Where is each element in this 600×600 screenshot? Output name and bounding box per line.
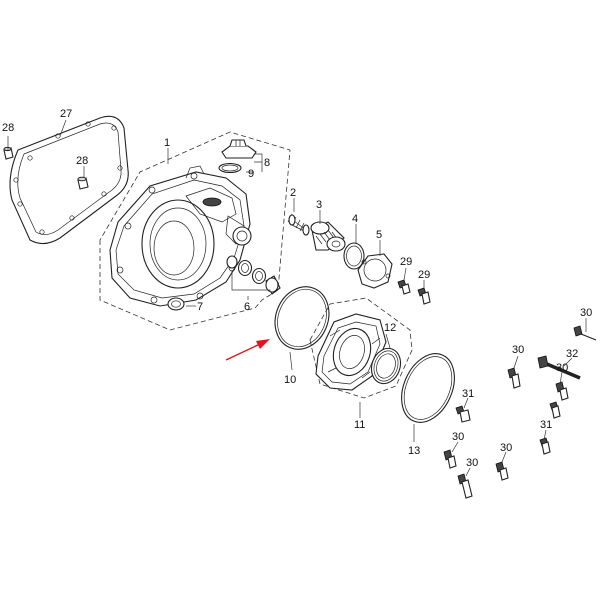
- bolt-31b: [549, 401, 561, 419]
- bolt-30f: [457, 473, 473, 499]
- label-31b: 31: [540, 419, 552, 431]
- bolt-30c: [555, 381, 569, 401]
- bolt-30b: [507, 367, 521, 389]
- bolt-30d: [443, 449, 457, 469]
- ring-13: [401, 353, 455, 423]
- label-30f: 30: [466, 457, 478, 469]
- label-30e: 30: [500, 442, 512, 454]
- label-6: 6: [244, 301, 250, 313]
- dowel-pin-28b: [77, 176, 89, 190]
- label-9: 9: [248, 168, 254, 180]
- label-29a: 29: [400, 256, 412, 268]
- oil-seal-7: [167, 297, 185, 311]
- bolt-30a: [573, 325, 597, 341]
- label-30b: 30: [512, 344, 524, 356]
- label-31a: 31: [462, 388, 474, 400]
- pointer-arrow: [225, 339, 270, 361]
- label-8: 8: [264, 157, 270, 169]
- bolt-31a: [455, 405, 471, 423]
- filter-cover-5: [357, 253, 393, 289]
- callout-labels: 28 27 28 1 8 9 2 3 4 5 29 29 6 7 10 12 1…: [2, 108, 592, 469]
- label-32: 32: [566, 348, 578, 360]
- group-box-1: [99, 131, 291, 331]
- label-2: 2: [290, 187, 296, 199]
- label-28a: 28: [2, 122, 14, 134]
- label-13: 13: [408, 445, 420, 457]
- leader-lines: [7, 119, 587, 477]
- label-10: 10: [284, 374, 296, 386]
- label-4: 4: [352, 213, 358, 225]
- label-1: 1: [164, 137, 170, 149]
- spring-2: [287, 213, 310, 236]
- label-30d: 30: [452, 431, 464, 443]
- gasket-27: [9, 115, 129, 245]
- seal-group-6: [226, 255, 281, 295]
- filler-cap-8: [221, 139, 257, 159]
- bolt-29a: [397, 279, 411, 295]
- label-30c: 30: [556, 362, 568, 374]
- label-27: 27: [60, 108, 72, 120]
- label-3: 3: [316, 199, 322, 211]
- oil-filter-3: [310, 221, 346, 252]
- label-7: 7: [197, 301, 203, 313]
- bolt-32: [537, 355, 581, 380]
- crankcase-cover-1: [109, 165, 252, 307]
- label-11: 11: [354, 419, 365, 431]
- o-ring-9: [218, 162, 242, 174]
- o-ring-10: [274, 286, 330, 350]
- o-ring-4: [343, 242, 365, 270]
- bolt-29b: [417, 287, 431, 305]
- dowel-pin-28a: [3, 146, 14, 160]
- bolt-30e: [495, 461, 509, 481]
- label-12: 12: [384, 322, 396, 334]
- clutch-cover-11: [315, 313, 387, 391]
- bolt-31c: [539, 437, 551, 455]
- label-30a: 30: [580, 307, 592, 319]
- label-29b: 29: [418, 269, 430, 281]
- seal-12: [370, 347, 402, 385]
- label-5: 5: [376, 229, 382, 241]
- label-28b: 28: [76, 155, 88, 167]
